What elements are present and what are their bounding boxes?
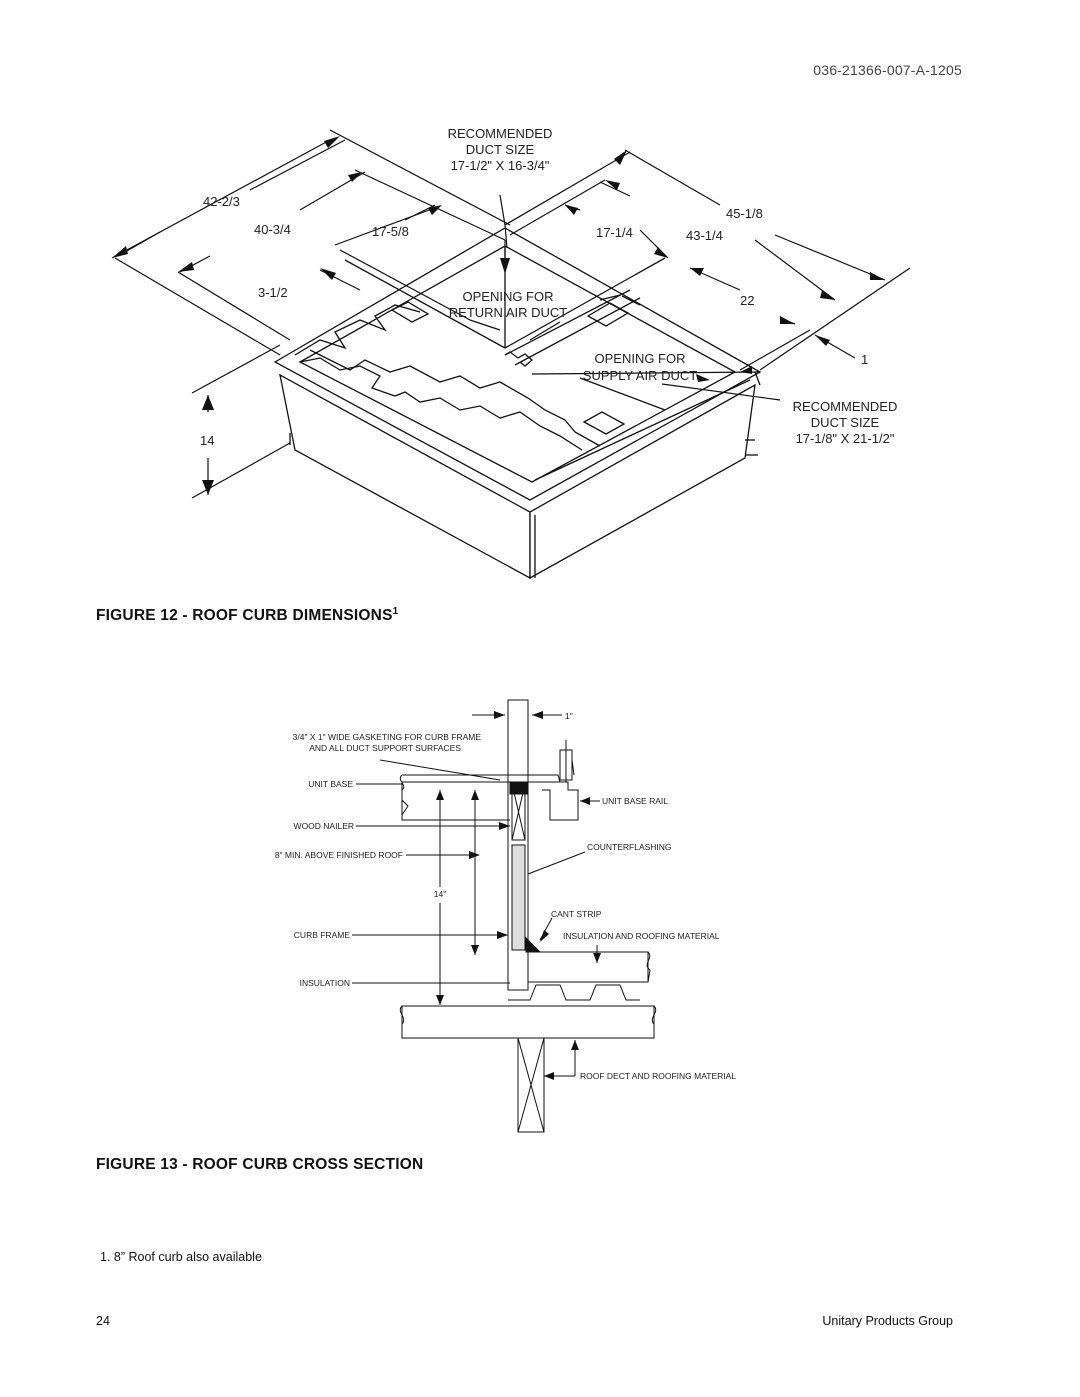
counterflashing-label: COUNTERFLASHING bbox=[587, 842, 672, 852]
metal-deck bbox=[508, 984, 640, 1001]
dim-3-1-2: 3-1/2 bbox=[258, 285, 288, 300]
return-slot-left bbox=[390, 301, 430, 323]
return-opening-line2: RETURN AIR DUCT bbox=[449, 305, 568, 320]
unit-base-rail bbox=[528, 781, 579, 821]
dim-22: 22 bbox=[740, 293, 754, 308]
recommended-right-line3: 17-1/8" X 21-1/2" bbox=[796, 431, 895, 446]
dim-43-1-4: 43-1/4 bbox=[686, 228, 723, 243]
gasketing-label-line2: AND ALL DUCT SUPPORT SURFACES bbox=[309, 743, 461, 753]
gasketing-label-line1: 3/4" X 1" WIDE GASKETING FOR CURB FRAME bbox=[293, 732, 482, 742]
dim-40-3-4: 40-3/4 bbox=[254, 222, 291, 237]
figure-12-caption-text: FIGURE 12 - ROOF CURB DIMENSIONS bbox=[96, 607, 393, 624]
figure-12-caption: FIGURE 12 - ROOF CURB DIMENSIONS1 bbox=[96, 606, 398, 625]
dim-17-5-8: 17-5/8 bbox=[372, 224, 409, 239]
insulation-label: INSULATION bbox=[300, 978, 350, 988]
dim-17-1-4: 17-1/4 bbox=[596, 225, 633, 240]
page-number: 24 bbox=[96, 1314, 110, 1328]
curb-frame-label: CURB FRAME bbox=[294, 930, 351, 940]
supply-opening-line1: OPENING FOR bbox=[594, 351, 685, 366]
cant-strip-label: CANT STRIP bbox=[551, 909, 602, 919]
dim-14: 14 bbox=[200, 433, 214, 448]
dim-42-2-3: 42-2/3 bbox=[203, 194, 240, 209]
unit-base bbox=[402, 774, 561, 783]
dim-fourteen-inch: 14" bbox=[434, 889, 446, 899]
document-id: 036-21366-007-A-1205 bbox=[813, 62, 962, 78]
recommended-top-line1: RECOMMENDED bbox=[448, 126, 553, 141]
figure-13-caption: FIGURE 13 - ROOF CURB CROSS SECTION bbox=[96, 1156, 424, 1173]
roof-curb-cross-section-diagram: 1" 3/4" X 1" WIDE GASKETING FOR CURB FRA… bbox=[275, 699, 736, 1133]
unit-base-label: UNIT BASE bbox=[308, 779, 353, 789]
insulation-roofing-label: INSULATION AND ROOFING MATERIAL bbox=[563, 931, 720, 941]
dim-one-inch: 1" bbox=[565, 711, 573, 721]
recommended-top-line2: DUCT SIZE bbox=[466, 142, 535, 157]
roof-curb-dimensions-diagram: 42-2/3 40-3/4 17-5/8 3-1/2 17-1/4 45-1/8… bbox=[111, 126, 911, 580]
supply-opening-line2: SUPPLY AIR DUCT bbox=[583, 368, 697, 383]
eight-inch-min-label: 8" MIN. ABOVE FINISHED ROOF bbox=[275, 850, 403, 860]
dim-1: 1 bbox=[861, 352, 868, 367]
insulation-fill bbox=[511, 844, 526, 951]
supply-slot bbox=[582, 411, 626, 435]
roof-deck bbox=[401, 1005, 655, 1039]
roof-insulation-layer bbox=[527, 951, 649, 983]
support-rail bbox=[294, 304, 421, 356]
dim-45-1-8: 45-1/8 bbox=[726, 206, 763, 221]
figure-12-footnote-ref: 1 bbox=[392, 606, 399, 617]
company-name: Unitary Products Group bbox=[822, 1314, 953, 1328]
footnote: 1. 8” Roof curb also available bbox=[100, 1250, 262, 1264]
curb-right-side bbox=[529, 383, 756, 580]
recommended-top-line3: 17-1/2" X 16-3/4" bbox=[451, 158, 550, 173]
return-slot-right bbox=[586, 302, 630, 327]
recommended-right-line1: RECOMMENDED bbox=[793, 399, 898, 414]
recommended-right-line2: DUCT SIZE bbox=[811, 415, 880, 430]
roof-deck-label: ROOF DECT AND ROOFING MATERIAL bbox=[580, 1071, 736, 1081]
wood-nailer-label: WOOD NAILER bbox=[294, 821, 354, 831]
return-opening-line1: OPENING FOR bbox=[462, 289, 553, 304]
unit-base-rail-label: UNIT BASE RAIL bbox=[602, 796, 668, 806]
